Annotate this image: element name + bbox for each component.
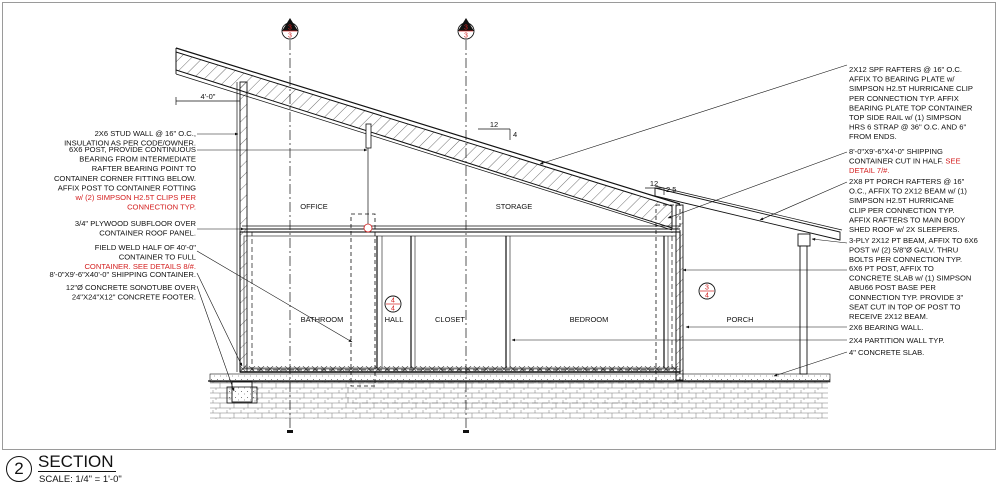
main-slope-rise: 4 bbox=[513, 130, 517, 139]
notes-right-note-6-line-0: 2X4 PARTITION WALL TYP. bbox=[849, 336, 945, 345]
notes_left-note-1-line-5: w/ (2) SIMPSON H2.5T CLIPS PER bbox=[74, 193, 196, 202]
notes_left-note-1-line-1: BEARING FROM INTERMEDIATE bbox=[79, 155, 196, 164]
room-storage: STORAGE bbox=[496, 202, 533, 211]
intermediate-post bbox=[350, 123, 376, 387]
section-number-bubble: 2 bbox=[6, 456, 32, 482]
notes-right-note-0-line-0: 2X12 SPF RAFTERS @ 16" O.C. bbox=[849, 65, 962, 74]
grid-b-bottom: 3 bbox=[464, 33, 468, 40]
main-slope-run: 12 bbox=[490, 120, 498, 129]
notes_left-note-1-line-3: CONTAINER CORNER FITTING BELOW. bbox=[54, 174, 196, 183]
notes-right-note-2-line-4: AFFIX RAFTERS TO MAIN BODY bbox=[849, 215, 965, 224]
notes_left-note-0-line-0: 2X6 STUD WALL @ 16" O.C., bbox=[95, 129, 196, 138]
porch-post bbox=[797, 233, 811, 375]
notes_left-note-2-line-0: 3/4" PLYWOOD SUBFLOOR OVER bbox=[75, 219, 197, 228]
notes-right-note-3-line-0: 3-PLY 2X12 PT BEAM, AFFIX TO 6X6 bbox=[849, 236, 978, 245]
notes_left-note-5-line-1: 24"X24"X12" CONCRETE FOOTER. bbox=[72, 293, 196, 302]
red-split-black: CONTAINER CUT IN HALF. bbox=[849, 157, 943, 166]
notes_left-note-4-line-0: 8'-0"X9'-6"X40'-0" SHIPPING CONTAINER. bbox=[50, 270, 197, 279]
notes-right-note-4-line-4: SEAT CUT IN TOP OF POST TO bbox=[849, 302, 960, 311]
grid-b-top: 3 bbox=[464, 25, 468, 32]
sonotube-footer bbox=[226, 381, 258, 404]
notes_left-note-5-line-0: 12"Ø CONCRETE SONOTUBE OVER bbox=[66, 283, 197, 292]
porch-slope-run: 12 bbox=[650, 179, 658, 188]
notes_left-note-1-line-6: CONNECTION TYP. bbox=[127, 203, 196, 212]
grid-bubble-a: 3 3 bbox=[281, 18, 299, 40]
detail-bubble-right: 3 4 bbox=[698, 282, 716, 300]
overhang-dimension: 4'-0" bbox=[175, 92, 241, 105]
notes_left-note-3-line-2: CONTAINER. SEE DETAILS 8/#. bbox=[84, 262, 196, 271]
grid-a-top: 3 bbox=[288, 25, 292, 32]
notes-right-note-0-line-7: FROM ENDS. bbox=[849, 132, 897, 141]
room-office: OFFICE bbox=[300, 202, 328, 211]
porch-slope: 12 2.5 bbox=[645, 179, 676, 195]
notes-right-note-4-line-3: CONNECTION TYP. PROVIDE 3" bbox=[849, 293, 964, 302]
notes-right-note-2-line-5: SHED ROOF w/ 2X SLEEPERS. bbox=[849, 225, 960, 234]
notes-right-note-7-line-0: 4" CONCRETE SLAB. bbox=[849, 348, 924, 357]
notes-right-note-2-line-1: O.C., AFFIX TO 2X12 BEAM w/ (1) bbox=[849, 187, 967, 196]
notes-right-note-1-line-0: 8'-0"X9'-6"X4'-0" SHIPPING bbox=[849, 147, 943, 156]
room-hall: HALL bbox=[385, 315, 404, 324]
section-title: SECTION bbox=[38, 452, 116, 472]
main-roof bbox=[175, 47, 681, 231]
room-closet: CLOSET bbox=[435, 315, 465, 324]
notes_left-note-1-line-0: 6X6 POST, PROVIDE CONTINUOUS bbox=[69, 145, 196, 154]
notes-right-note-4-line-2: ABU66 POST BASE PER bbox=[849, 283, 936, 292]
detail-right-top: 3 bbox=[705, 285, 709, 292]
left-stud-wall bbox=[236, 81, 248, 373]
notes-right-note-2-line-0: 2X8 PT PORCH RAFTERS @ 16" bbox=[849, 177, 965, 186]
room-bedroom: BEDROOM bbox=[570, 315, 609, 324]
detail-right-bottom: 4 bbox=[705, 293, 709, 300]
detail-hall-top: 4 bbox=[391, 298, 395, 305]
right-bearing-wall bbox=[655, 204, 684, 382]
room-bathroom: BATHROOM bbox=[301, 315, 344, 324]
notes-right-note-0-line-6: HRS 6 STRAP @ 36" O.C. AND 6" bbox=[849, 123, 967, 132]
title-block: 2 SECTION SCALE: 1/4" = 1'-0" bbox=[6, 452, 206, 486]
notes-right-note-0-line-2: SIMPSON H2.5T HURRICANE CLIP bbox=[849, 84, 973, 93]
grid-bubble-b: 3 3 bbox=[457, 18, 475, 40]
notes-right-note-3-line-1: POST w/ (2) 5/8"Ø GALV. THRU bbox=[849, 246, 958, 255]
notes-right-note-2-line-3: CLIP PER CONNECTION TYP. bbox=[849, 206, 955, 215]
wall-tag bbox=[363, 223, 373, 233]
notes-right-note-3-line-2: BOLTS PER CONNECTION TYP. bbox=[849, 255, 962, 264]
shipping-container bbox=[239, 225, 681, 373]
main-slope: 12 4 bbox=[478, 120, 517, 140]
detail-hall-bottom: 4 bbox=[391, 306, 395, 313]
notes_left-note-1-line-4: AFFIX POST TO CONTAINER FOTTING bbox=[58, 183, 196, 192]
notes-right-note-0-line-5: TOP SIDE RAIL w/ (1) SIMPSON bbox=[849, 113, 961, 122]
notes-right-note-4-line-1: CONCRETE SLAB w/ (1) SIMPSON bbox=[849, 274, 971, 283]
room-porch: PORCH bbox=[726, 315, 753, 324]
notes_left-note-3-line-0: FIELD WELD HALF OF 40'-0" bbox=[95, 243, 197, 252]
notes-right-note-1-line-2: DETAIL 7/#. bbox=[849, 166, 890, 175]
notes-right-note-4-line-5: RECEIVE 2X12 BEAM. bbox=[849, 312, 928, 321]
notes-right-note-0-line-3: PER CONNECTION TYP. AFFIX bbox=[849, 94, 959, 103]
notes-right-note-1-line-1: CONTAINER CUT IN HALF. SEE bbox=[849, 157, 961, 166]
red-split-red: SEE bbox=[943, 157, 960, 166]
notes_left-note-3-line-1: CONTAINER TO FULL bbox=[119, 253, 196, 262]
notes-right-note-0-line-4: BEARING PLATE TOP CONTAINER bbox=[849, 103, 973, 112]
grid-lines bbox=[287, 40, 469, 433]
leader-lines bbox=[196, 64, 848, 392]
detail-bubble-hall: 4 4 bbox=[384, 295, 402, 313]
porch-slope-rise: 2.5 bbox=[666, 185, 676, 194]
section-scale: SCALE: 1/4" = 1'-0" bbox=[39, 474, 122, 485]
notes-right-note-2-line-2: SIMPSON H2.5T HURRICANE bbox=[849, 196, 954, 205]
notes-right-note-0-line-1: AFFIX TO BEARING PLATE w/ bbox=[849, 75, 955, 84]
sheet-border bbox=[2, 2, 996, 450]
porch-roof bbox=[654, 185, 843, 241]
ground bbox=[208, 373, 831, 419]
notes-left: 2X6 STUD WALL @ 16" O.C.,INSULATION AS P… bbox=[50, 129, 197, 302]
notes_left-note-1-line-2: RAFTER BEARING POINT TO bbox=[92, 164, 196, 173]
overhang-label: 4'-0" bbox=[201, 92, 216, 101]
notes_left-note-2-line-1: CONTAINER ROOF PANEL. bbox=[99, 229, 196, 238]
notes_left-note-0-line-1: INSULATION AS PER CODE/OWNER. bbox=[64, 139, 196, 148]
notes-right-note-5-line-0: 2X6 BEARING WALL. bbox=[849, 323, 923, 332]
notes-right: 2X12 SPF RAFTERS @ 16" O.C.AFFIX TO BEAR… bbox=[849, 65, 978, 357]
notes-right-note-4-line-0: 6X6 PT POST, AFFIX TO bbox=[849, 264, 934, 273]
grid-a-bottom: 3 bbox=[288, 33, 292, 40]
